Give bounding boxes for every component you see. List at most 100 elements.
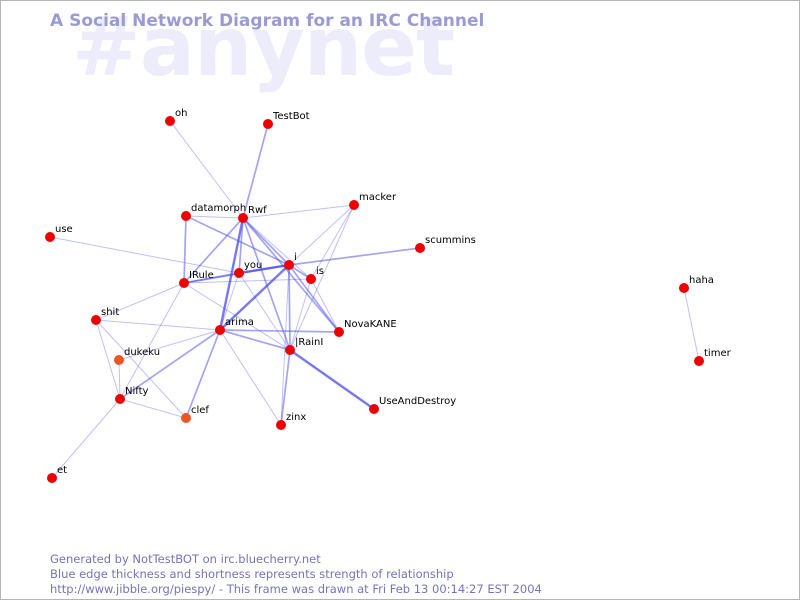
edge-i-arima — [219, 264, 290, 331]
edge-i-NovaKANE — [288, 264, 340, 333]
node-label-et: et — [57, 465, 67, 476]
node-label-scummins: scummins — [425, 235, 476, 246]
node-is: is — [306, 266, 324, 284]
edge-arima-dukeku — [118, 329, 221, 361]
node-label-timer: timer — [704, 348, 732, 359]
edge-Nifty-clef — [119, 398, 187, 419]
node-dot-timer — [694, 356, 704, 366]
edge-is-NovaKANE — [310, 278, 340, 333]
node-label-UseAndDestroy: UseAndDestroy — [379, 396, 456, 407]
node-label-datamorph: datamorph — [191, 203, 246, 214]
node-dot-shit — [91, 315, 101, 325]
edge-IRule-shit — [95, 282, 185, 321]
node-label-IRainI: |RainI — [295, 337, 323, 348]
node-macker: macker — [349, 192, 397, 210]
node-i: i — [284, 252, 297, 270]
node-use: use — [45, 224, 73, 242]
edge-arima-Nifty — [119, 329, 221, 400]
edge-you-IRule — [183, 272, 240, 284]
node-label-Nifty: Nifty — [125, 386, 149, 397]
node-label-TestBot: TestBot — [272, 111, 310, 122]
node-you: you — [234, 260, 262, 278]
node-oh: oh — [165, 108, 187, 126]
edge-arima-clef — [185, 329, 221, 419]
edge-arima-zinx — [219, 329, 282, 426]
node-dot-zinx — [276, 420, 286, 430]
node-label-macker: macker — [359, 192, 397, 203]
edge-Rwf-NovaKANE — [242, 217, 340, 333]
node-zinx: zinx — [276, 412, 306, 430]
node-arima: arima — [215, 317, 254, 335]
footer: Generated by NotTestBOT on irc.bluecherr… — [50, 552, 542, 597]
edges-layer — [49, 120, 700, 479]
edge-you-IRainI — [238, 272, 291, 351]
edge-macker-is — [310, 204, 355, 280]
edge-you-arima — [219, 272, 240, 331]
edge-IRainI-UseAndDestroy — [289, 349, 375, 410]
node-Rwf: Rwf — [238, 205, 267, 223]
edge-shit-Nifty — [95, 319, 121, 400]
edge-arima-NovaKANE — [219, 329, 340, 333]
node-dot-et — [47, 473, 57, 483]
node-dot-NovaKANE — [334, 327, 344, 337]
channel-watermark: #anynet — [72, 0, 455, 95]
node-dot-Nifty — [115, 394, 125, 404]
node-label-is: is — [316, 266, 324, 277]
node-label-oh: oh — [175, 108, 187, 119]
node-dot-IRainI — [285, 345, 295, 355]
edge-is-IRule — [183, 278, 312, 284]
node-IRainI: |RainI — [285, 337, 323, 355]
edge-oh-Rwf — [169, 120, 244, 219]
node-dot-TestBot — [263, 119, 273, 129]
node-label-i: i — [294, 252, 297, 263]
node-label-NovaKANE: NovaKANE — [344, 319, 397, 330]
edge-arima-IRainI — [219, 329, 291, 351]
edge-scummins-i — [288, 247, 421, 266]
footer-source-link[interactable]: http://www.jibble.org/piespy/ - This fra… — [50, 582, 542, 596]
edge-macker-i — [288, 204, 355, 266]
edge-macker-IRainI — [289, 204, 355, 351]
edge-Rwf-is — [242, 217, 312, 280]
node-dot-UseAndDestroy — [369, 404, 379, 414]
node-dukeku: dukeku — [114, 347, 160, 365]
node-dot-clef — [181, 413, 191, 423]
edge-Nifty-et — [51, 398, 121, 479]
edge-Rwf-macker — [242, 204, 355, 219]
node-dot-IRule — [179, 278, 189, 288]
node-dot-dukeku — [114, 355, 124, 365]
node-dot-haha — [679, 283, 689, 293]
node-TestBot: TestBot — [263, 111, 310, 129]
node-dot-Rwf — [238, 213, 248, 223]
edge-IRainI-zinx — [280, 349, 291, 426]
edge-arima-shit — [95, 319, 221, 331]
node-dot-you — [234, 268, 244, 278]
node-dot-macker — [349, 200, 359, 210]
node-UseAndDestroy: UseAndDestroy — [369, 396, 456, 414]
node-label-shit: shit — [101, 307, 119, 318]
node-dot-is — [306, 274, 316, 284]
node-shit: shit — [91, 307, 119, 325]
node-label-you: you — [244, 260, 262, 271]
node-label-IRule: IRule — [189, 270, 214, 281]
node-label-clef: clef — [191, 405, 209, 416]
node-dot-scummins — [415, 243, 425, 253]
node-dot-oh — [165, 116, 175, 126]
edge-haha-timer — [683, 287, 700, 362]
node-clef: clef — [181, 405, 209, 423]
edge-datamorph-Rwf — [185, 215, 244, 219]
node-timer: timer — [694, 348, 732, 366]
node-haha: haha — [679, 275, 714, 293]
node-label-dukeku: dukeku — [124, 347, 160, 358]
edge-i-IRainI — [288, 264, 291, 351]
node-dot-i — [284, 260, 294, 270]
node-Nifty: Nifty — [115, 386, 149, 404]
node-IRule: IRule — [179, 270, 214, 288]
node-dot-datamorph — [181, 211, 191, 221]
edge-i-zinx — [280, 264, 290, 426]
footer-generated-by: Generated by NotTestBOT on irc.bluecherr… — [50, 552, 321, 566]
edge-TestBot-Rwf — [242, 123, 269, 219]
edge-Rwf-IRainI — [242, 217, 291, 351]
node-label-zinx: zinx — [286, 412, 306, 423]
